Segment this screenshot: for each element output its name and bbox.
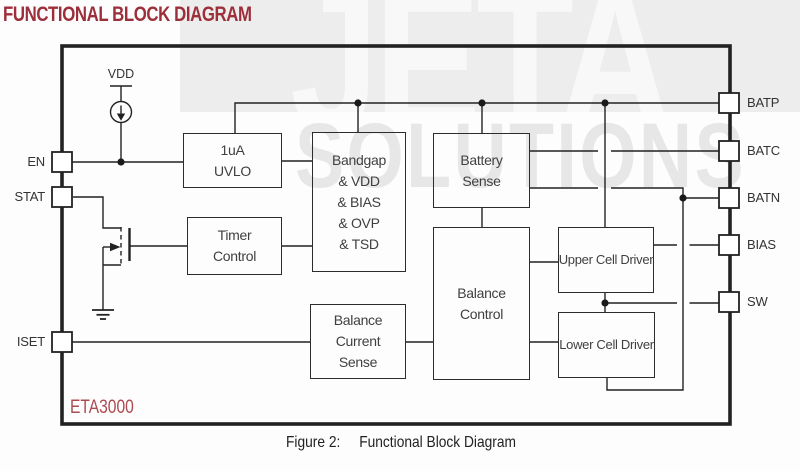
- pin-label-batp: BATP: [747, 95, 780, 110]
- figure-caption: Figure 2: Functional Block Diagram: [286, 434, 516, 452]
- figure-caption-label: Figure 2:: [286, 434, 341, 451]
- current-source-icon: [109, 85, 133, 162]
- pin-label-batn: BATN: [747, 190, 780, 205]
- junction-dots: [117, 99, 687, 307]
- block-battery-sense: Battery Sense: [433, 133, 530, 208]
- pin-label-iset: ISET: [16, 334, 45, 349]
- figure-caption-text: Functional Block Diagram: [359, 434, 516, 451]
- nmos-transistor-icon: [102, 227, 187, 310]
- pin-label-bias: BIAS: [747, 237, 776, 252]
- block-uvlo: 1uA UVLO: [183, 133, 282, 188]
- block-upper-cell-driver: Upper Cell Driver: [558, 227, 654, 293]
- ground-icon: [92, 309, 114, 320]
- block-bandgap: Bandgap & VDD & BIAS & OVP & TSD: [312, 132, 406, 272]
- watermark-text-top: JETA: [290, 0, 673, 112]
- pin-batc: [718, 140, 740, 162]
- block-timer-control: Timer Control: [187, 217, 282, 275]
- pin-stat: [51, 186, 73, 208]
- pin-batp: [718, 92, 740, 114]
- nmos-body-arrow: [110, 242, 121, 252]
- block-balance-control: Balance Control: [433, 227, 530, 380]
- pin-iset: [51, 331, 73, 353]
- pin-label-batc: BATC: [747, 143, 780, 158]
- page-title: FUNCTIONAL BLOCK DIAGRAM: [3, 3, 252, 26]
- watermark-text-bottom: SOLUTIONS: [295, 105, 746, 207]
- chip-name: ETA3000: [70, 397, 134, 418]
- pin-en: [51, 151, 73, 173]
- pin-sw: [718, 291, 740, 313]
- watermark-band: JETA: [180, 0, 800, 112]
- block-balance-current-sense: Balance Current Sense: [310, 304, 406, 379]
- wire-batn-loop: [530, 187, 684, 391]
- pin-bias: [718, 234, 740, 256]
- pin-pads: [51, 92, 740, 353]
- wire-top-bus: [234, 102, 719, 133]
- wire-stat-drain: [73, 196, 121, 229]
- current-source-arrow: [116, 113, 126, 121]
- vdd-label: VDD: [107, 67, 135, 81]
- pin-label-sw: SW: [747, 294, 768, 309]
- block-lower-cell-driver: Lower Cell Driver: [558, 312, 655, 378]
- pin-label-en: EN: [27, 154, 45, 169]
- pin-label-stat: STAT: [14, 189, 46, 204]
- pin-batn: [718, 187, 740, 209]
